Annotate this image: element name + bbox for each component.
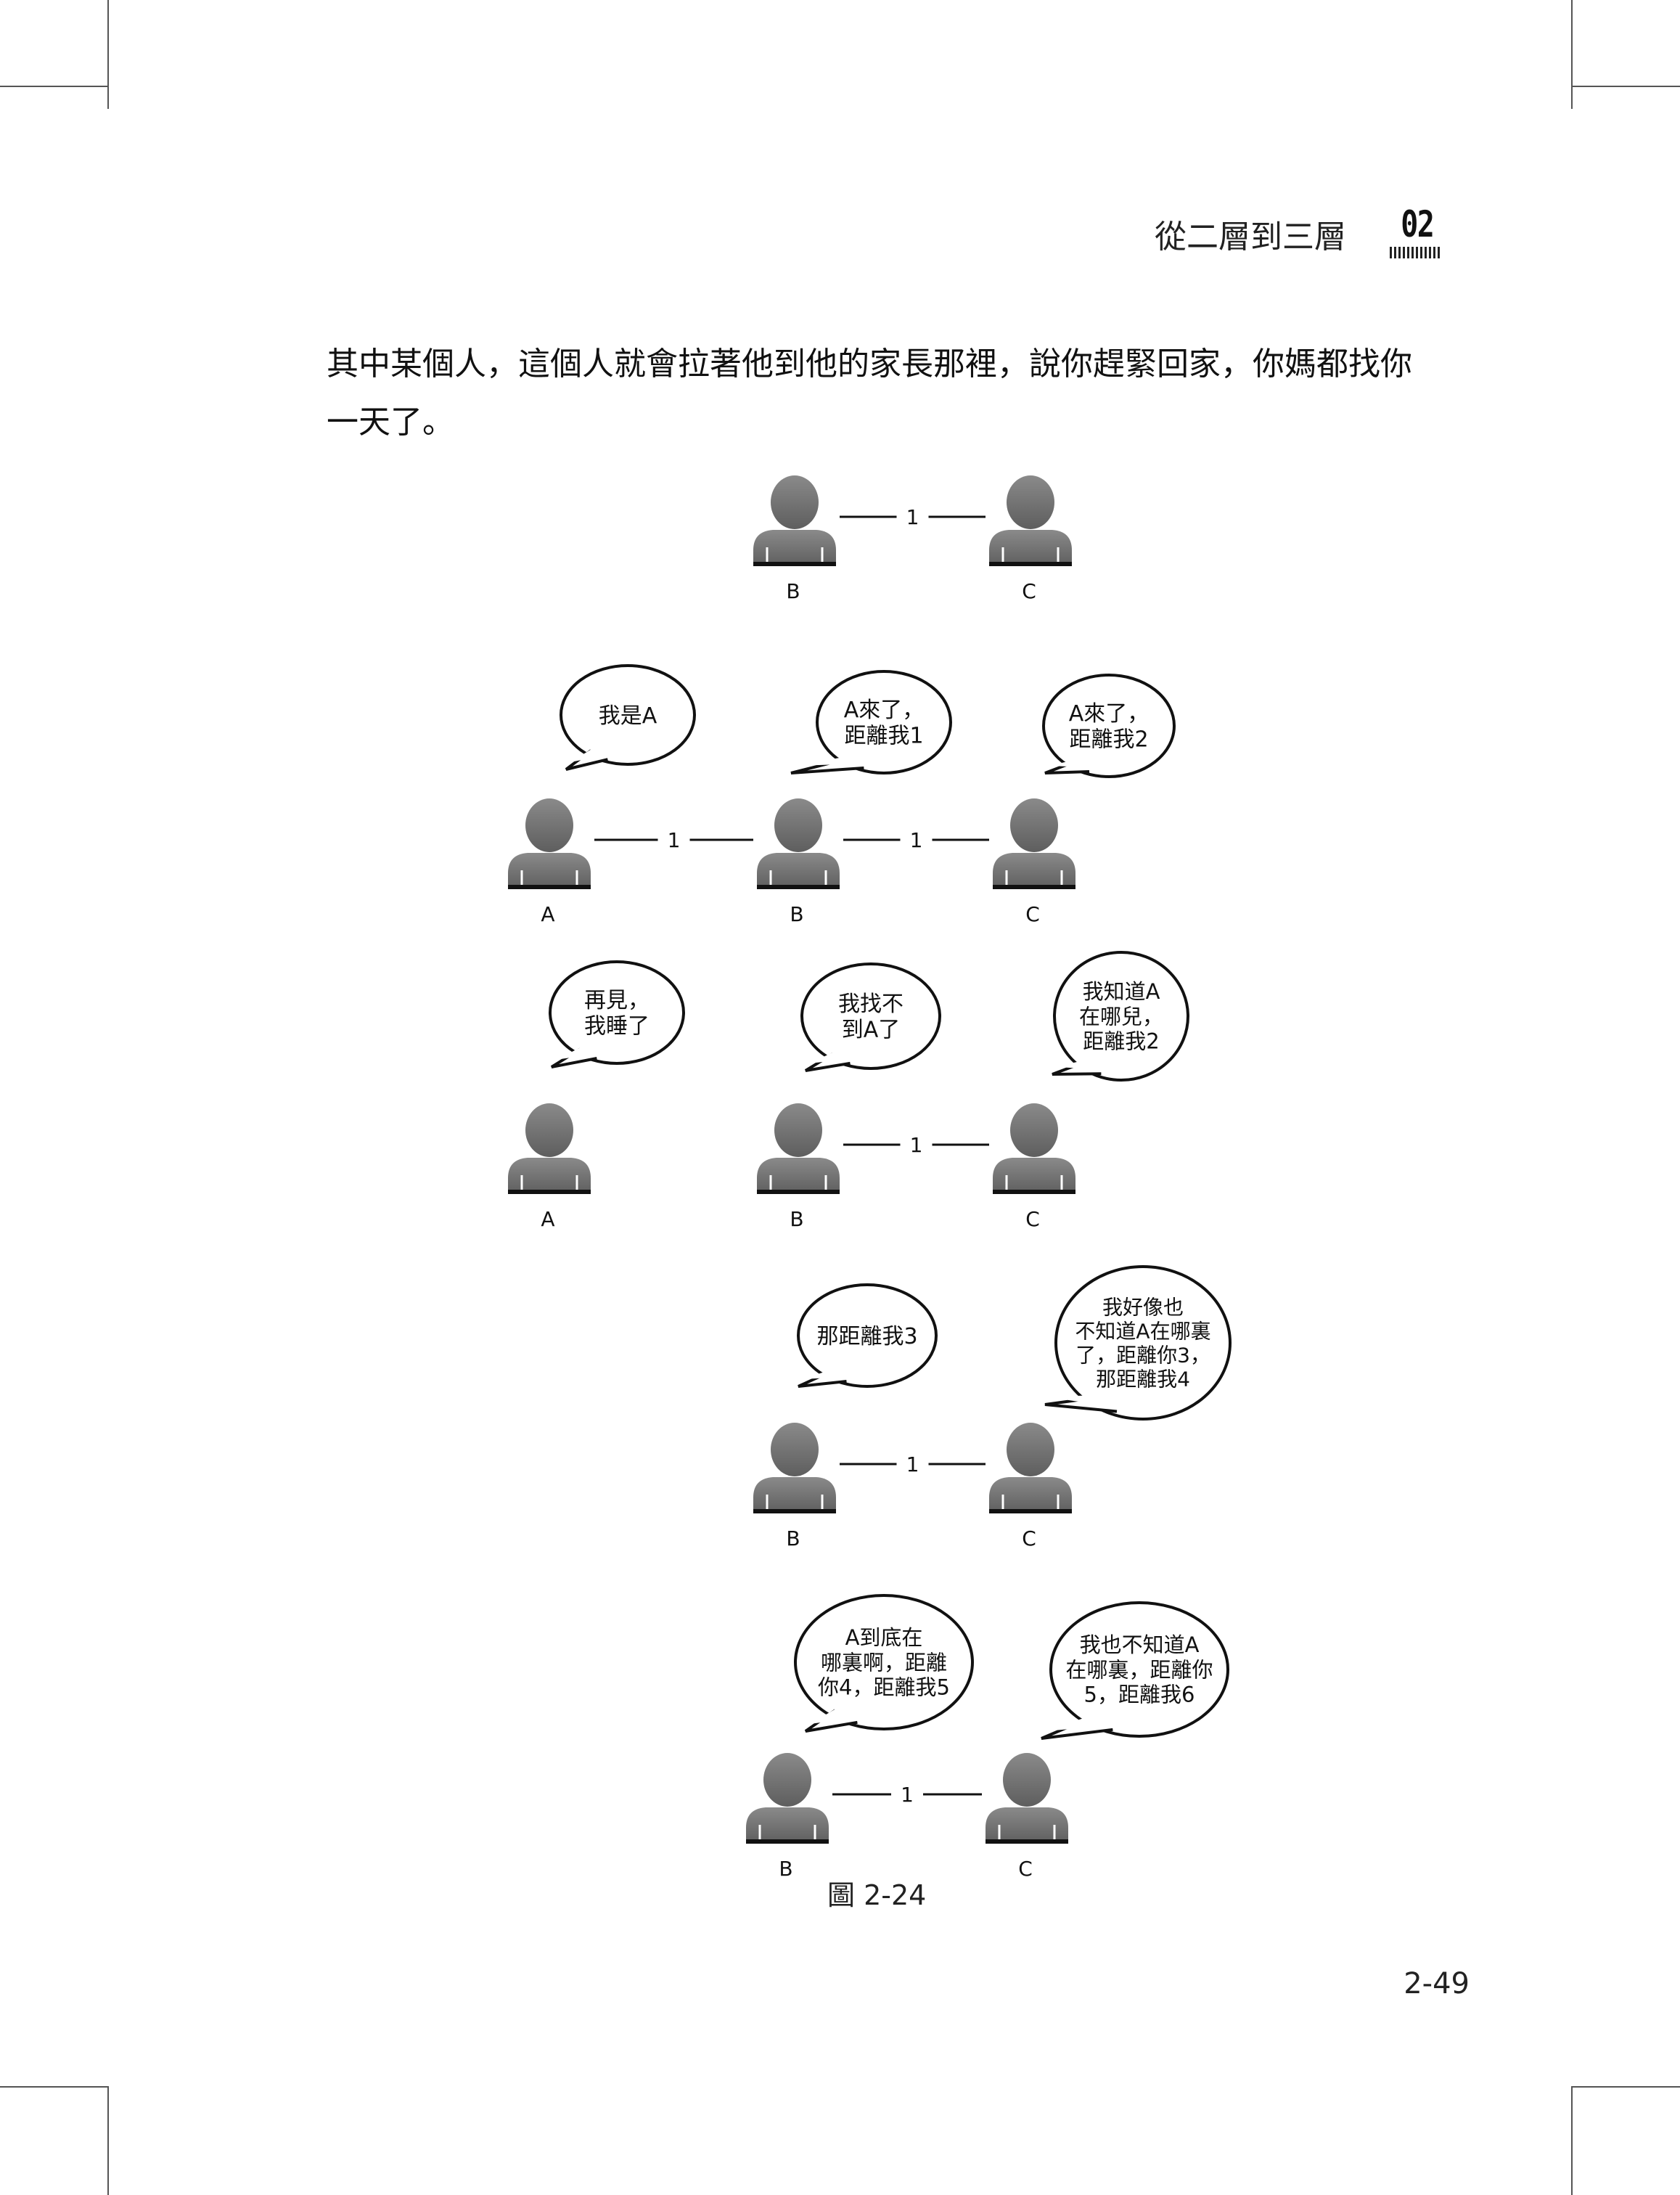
speech-bubble-text: 不知道A在哪裏 bbox=[1075, 1320, 1210, 1344]
person-icon bbox=[746, 1753, 829, 1844]
person-label: A bbox=[541, 902, 554, 926]
speech-bubble: 再見，我睡了 bbox=[549, 960, 685, 1068]
speech-bubble-text: 哪裏啊，距離 bbox=[821, 1650, 947, 1675]
chapter-bar-ornament bbox=[1390, 247, 1441, 258]
speech-bubble-text: 我好像也 bbox=[1102, 1296, 1184, 1320]
page-number: 2-49 bbox=[1404, 1967, 1470, 2000]
speech-bubble-text: A來了， bbox=[1069, 701, 1150, 727]
person-icon bbox=[753, 1423, 836, 1513]
speech-bubble-text: 在哪兒， bbox=[1079, 1004, 1163, 1029]
speech-bubble-text: 我是A bbox=[599, 703, 657, 729]
person-label: C bbox=[1018, 1857, 1033, 1881]
person-label: B bbox=[790, 1207, 803, 1231]
person-label: C bbox=[1025, 1207, 1040, 1231]
speech-bubble-text: 我找不 bbox=[838, 992, 903, 1017]
body-paragraph: 其中某個人，這個人就會拉著他到他的家長那裡，說你趕緊回家，你媽都找你一天了。 bbox=[327, 346, 1412, 441]
speech-bubble-text: 我知道A bbox=[1083, 979, 1160, 1004]
speech-bubble-text: 我也不知道A bbox=[1080, 1632, 1200, 1657]
speech-bubble-text: 距離我2 bbox=[1069, 727, 1148, 753]
chapter-number: 02 bbox=[1401, 203, 1435, 245]
speech-bubble-text: 距離我1 bbox=[844, 724, 923, 749]
crop-mark bbox=[1571, 86, 1680, 87]
speech-bubble: A來了，距離我1 bbox=[790, 670, 952, 774]
figure-caption: 圖 2-24 bbox=[827, 1879, 927, 1911]
speech-bubble-text: 你4，距離我5 bbox=[818, 1675, 950, 1700]
speech-bubble-text: 距離我2 bbox=[1083, 1029, 1159, 1054]
speech-bubble-text: 5，距離我6 bbox=[1084, 1683, 1195, 1707]
person-icon bbox=[508, 798, 591, 889]
speech-bubble-text: A到底在 bbox=[845, 1625, 923, 1650]
speech-bubble-text: 那距離我3 bbox=[816, 1324, 917, 1349]
crop-mark bbox=[0, 86, 109, 87]
person-icon bbox=[989, 475, 1072, 566]
person-icon bbox=[989, 1423, 1072, 1513]
person-label: B bbox=[790, 902, 803, 926]
link-distance-label: 1 bbox=[910, 828, 923, 852]
speech-bubble-text: 我睡了 bbox=[584, 1014, 650, 1039]
person-label: A bbox=[541, 1207, 554, 1231]
person-icon bbox=[757, 1103, 840, 1194]
speech-bubble-text: 了，距離你3， bbox=[1075, 1344, 1210, 1368]
speech-bubble: 我是A bbox=[560, 664, 696, 771]
link-distance-label: 1 bbox=[910, 1133, 923, 1157]
link-distance-label: 1 bbox=[668, 828, 681, 852]
chapter-title: 從二層到三層 bbox=[1155, 218, 1346, 256]
person-icon bbox=[986, 1753, 1068, 1844]
person-label: C bbox=[1025, 902, 1040, 926]
crop-mark bbox=[107, 0, 109, 109]
link-distance-label: 1 bbox=[901, 1783, 914, 1807]
speech-bubble-text: 那距離我4 bbox=[1096, 1368, 1190, 1391]
person-icon bbox=[753, 475, 836, 566]
speech-bubble-text: 在哪裏，距離你 bbox=[1065, 1657, 1213, 1682]
speech-bubble-text: 到A了 bbox=[842, 1018, 901, 1043]
crop-mark bbox=[1571, 0, 1573, 109]
crop-mark bbox=[1571, 2086, 1573, 2195]
person-icon bbox=[993, 798, 1075, 889]
speech-bubble-text: 再見， bbox=[584, 988, 650, 1013]
crop-mark bbox=[107, 2086, 109, 2195]
crop-mark bbox=[0, 2086, 109, 2088]
crop-mark bbox=[1571, 2086, 1680, 2088]
speech-bubble-text: A來了， bbox=[844, 698, 925, 723]
person-icon bbox=[508, 1103, 591, 1194]
person-label: B bbox=[786, 1526, 800, 1550]
person-label: C bbox=[1022, 1526, 1036, 1550]
speech-bubble: 那距離我3 bbox=[797, 1283, 938, 1388]
person-label: B bbox=[779, 1857, 792, 1881]
person-icon bbox=[993, 1103, 1075, 1194]
person-icon bbox=[757, 798, 840, 889]
speech-bubble: A來了，距離我2 bbox=[1042, 674, 1176, 778]
link-distance-label: 1 bbox=[906, 505, 919, 529]
person-label: C bbox=[1022, 579, 1036, 603]
link-distance-label: 1 bbox=[906, 1452, 919, 1476]
person-label: B bbox=[786, 579, 800, 603]
